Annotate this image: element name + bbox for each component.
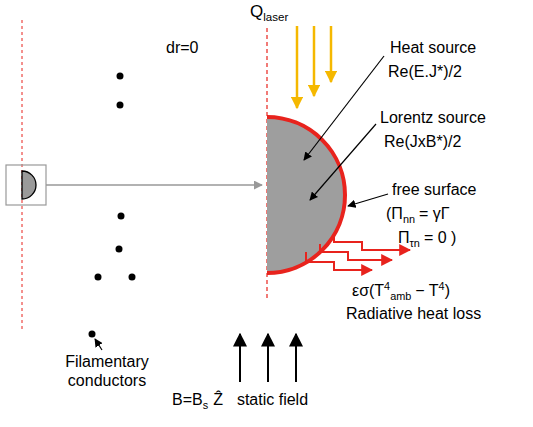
inset-box [6,165,46,205]
label-text: Radiative heat loss [346,305,481,322]
text-label: Πτn = 0 ) [398,228,456,250]
free-surface [267,117,345,273]
superscript: 4 [384,280,390,292]
label-text: = γΓ [419,205,450,222]
subscript: s [203,399,208,411]
text-label: Heat source [390,38,476,57]
subscript: τn [410,237,420,249]
laser-arrows [297,26,331,108]
text-label: εσ(T4amb− T4) [352,280,450,303]
label-text: Re(E.J*)/2 [388,63,462,80]
label-text: ) [445,282,450,299]
subscript: laser [263,11,288,23]
text-label: Qlaser [250,2,288,25]
label-text: B=B [172,391,203,408]
callout-leaders [304,56,388,206]
label-text: (Π [386,205,403,222]
radiation-arrows [306,234,410,270]
droplet [267,117,345,273]
text-label: dr=0 [166,38,198,57]
text-label: Re(JxB*)/2 [384,132,461,151]
text-label: Lorentz source [380,108,486,127]
label-text: Ẑ [213,391,223,408]
text-label: (Πnn = γΓ [386,204,450,226]
label-text: Π [398,229,410,246]
text-label: Re(E.J*)/2 [388,62,462,81]
label-text: = 0 ) [424,229,456,246]
field-arrows [240,334,296,382]
filament-dots [89,73,136,338]
label-text: free surface [392,181,476,198]
label-text: − T [415,282,438,299]
label-text: Filamentary conductors [65,353,149,389]
label-text: Lorentz source [380,109,486,126]
superscript: 4 [439,280,445,292]
leader-line [95,339,102,350]
label-text: Heat source [390,39,476,56]
text-label: B=BsẐstatic field [172,390,308,412]
text-label: Radiative heat loss [346,304,481,323]
label-text: Re(JxB*)/2 [384,133,461,150]
subscript: nn [403,213,415,225]
label-text: static field [237,391,308,408]
text-label: free surface [392,180,476,199]
label-text: εσ(T [352,282,384,299]
zoom-arrow [46,184,262,186]
small-droplet [22,171,36,199]
subscript: amb [390,290,411,302]
label-text: dr=0 [166,39,198,56]
label-text: Q [250,2,263,21]
text-label: Filamentary conductors [52,352,162,390]
